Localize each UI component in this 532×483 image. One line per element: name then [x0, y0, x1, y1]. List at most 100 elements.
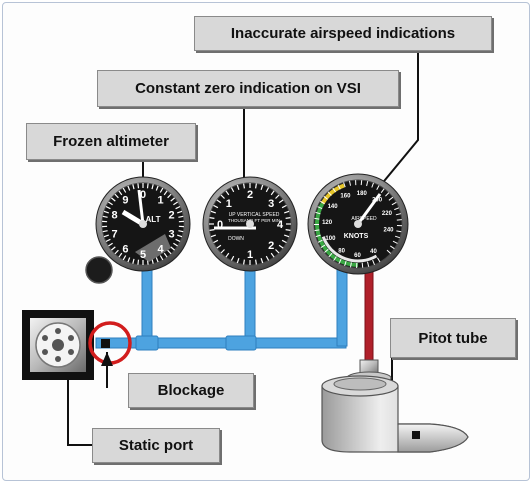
gauge-tick — [255, 259, 257, 265]
gauge-tick — [216, 199, 222, 204]
vsi-line1: UP VERTICAL SPEED — [229, 212, 280, 218]
gauge-tick — [177, 234, 183, 238]
callout-static-port: Static port — [92, 428, 220, 463]
gauge-tick — [317, 206, 323, 210]
gauge-tick — [132, 184, 135, 190]
gauge-tick — [159, 255, 164, 261]
gauge-tick — [177, 210, 183, 214]
gauge-tick — [173, 201, 178, 206]
gauge-digit: 3 — [268, 198, 274, 210]
blockage-arrow — [101, 352, 113, 366]
static-port-leader-line — [67, 378, 92, 446]
gauge-tick — [371, 182, 374, 188]
gauge-tick — [175, 238, 181, 243]
gauge-tick — [114, 249, 119, 255]
gauge-tick — [103, 210, 109, 214]
gauge-tick — [320, 200, 325, 205]
gauge-tick — [122, 255, 127, 261]
gauge-tick — [367, 261, 370, 267]
airspeed-leader-line — [379, 48, 419, 187]
gauge-tick — [225, 190, 230, 196]
gauge-digit: 180 — [357, 191, 368, 197]
gauge-tick — [349, 180, 351, 186]
gauge-tick — [220, 194, 225, 199]
gauge-tick — [360, 180, 363, 186]
gauge-tick — [343, 182, 346, 188]
gauge-digit: 2 — [247, 189, 253, 201]
gauge-digit: 80 — [338, 248, 345, 254]
gauge-tick — [137, 259, 140, 265]
gauge-tick — [390, 245, 395, 250]
pitot-line — [364, 267, 374, 371]
gauge-tick — [332, 187, 337, 193]
blockage — [88, 321, 132, 366]
gauge-tick — [108, 201, 113, 206]
gauge-tick — [396, 230, 402, 233]
gauge-tick — [243, 259, 245, 265]
altimeter-knob — [85, 256, 113, 284]
gauge-tick — [108, 242, 113, 247]
gauge-tick — [324, 248, 329, 253]
gauge-tick — [122, 187, 127, 193]
gauge-tick — [338, 258, 342, 264]
gauge-tick — [315, 234, 321, 238]
gauge-tick — [118, 252, 123, 258]
gauge-tick — [137, 183, 140, 189]
gauge-tick — [377, 257, 381, 263]
gauge-tick — [167, 249, 172, 255]
gauge-tick — [396, 219, 402, 221]
gauge-tick — [118, 190, 123, 196]
gauge-tick — [255, 183, 257, 189]
gauge-tick — [270, 252, 275, 258]
gauge-tick — [281, 204, 287, 209]
gauge-tick — [132, 258, 135, 264]
gauge-tick — [105, 238, 111, 243]
gauge-digit: 140 — [328, 204, 339, 210]
gauge-tick — [372, 259, 375, 265]
gauge-tick — [178, 230, 184, 233]
gauge-digit: 4 — [277, 219, 284, 231]
gauge-tick — [105, 205, 111, 210]
gauge-tick — [391, 201, 397, 206]
gauge-digit: 5 — [140, 249, 146, 261]
callout-frozen-altimeter: Frozen altimeter — [26, 123, 196, 160]
altimeter-long-hand — [137, 189, 145, 225]
gauge-tick — [146, 183, 149, 189]
gauge-digit: 0 — [140, 189, 146, 201]
gauge-tick — [315, 211, 321, 215]
gauge-tick — [278, 244, 284, 249]
gauge-tick — [386, 249, 392, 254]
gauge-tick — [210, 234, 216, 238]
gauge-digit: 0 — [217, 219, 223, 231]
gauge-digit: 1 — [226, 198, 232, 210]
gauge-digit: 9 — [122, 195, 128, 207]
gauge-tick — [285, 229, 291, 231]
gauge-digit: 3 — [168, 228, 174, 240]
gauge-tick — [395, 213, 401, 216]
gauge-tick — [213, 239, 219, 244]
gauge-digit: 240 — [383, 227, 394, 233]
gauge-tick — [170, 246, 175, 251]
gauge-tick — [155, 185, 159, 191]
gauge-tick — [170, 197, 175, 202]
gauge-digit: 2 — [168, 210, 174, 222]
gauge-tick — [220, 249, 225, 254]
gauge-tick — [114, 193, 119, 199]
gauge-tick — [151, 184, 154, 190]
gauge-tick — [380, 188, 385, 194]
gauge-tick — [328, 252, 333, 258]
gauge-tick — [333, 256, 337, 261]
gauge-tick — [350, 262, 352, 268]
gauge-tick — [275, 249, 280, 254]
callout-blockage: Blockage — [128, 373, 254, 408]
altimeter-window — [135, 234, 171, 262]
gauge-tick — [275, 194, 280, 199]
gauge-digit: 4 — [158, 243, 165, 255]
gauge-tick — [361, 262, 364, 268]
gauge-digit: 220 — [382, 211, 393, 217]
gauge-tick — [394, 207, 400, 211]
gauge-tick — [281, 239, 287, 244]
gauge-tick — [344, 260, 347, 267]
